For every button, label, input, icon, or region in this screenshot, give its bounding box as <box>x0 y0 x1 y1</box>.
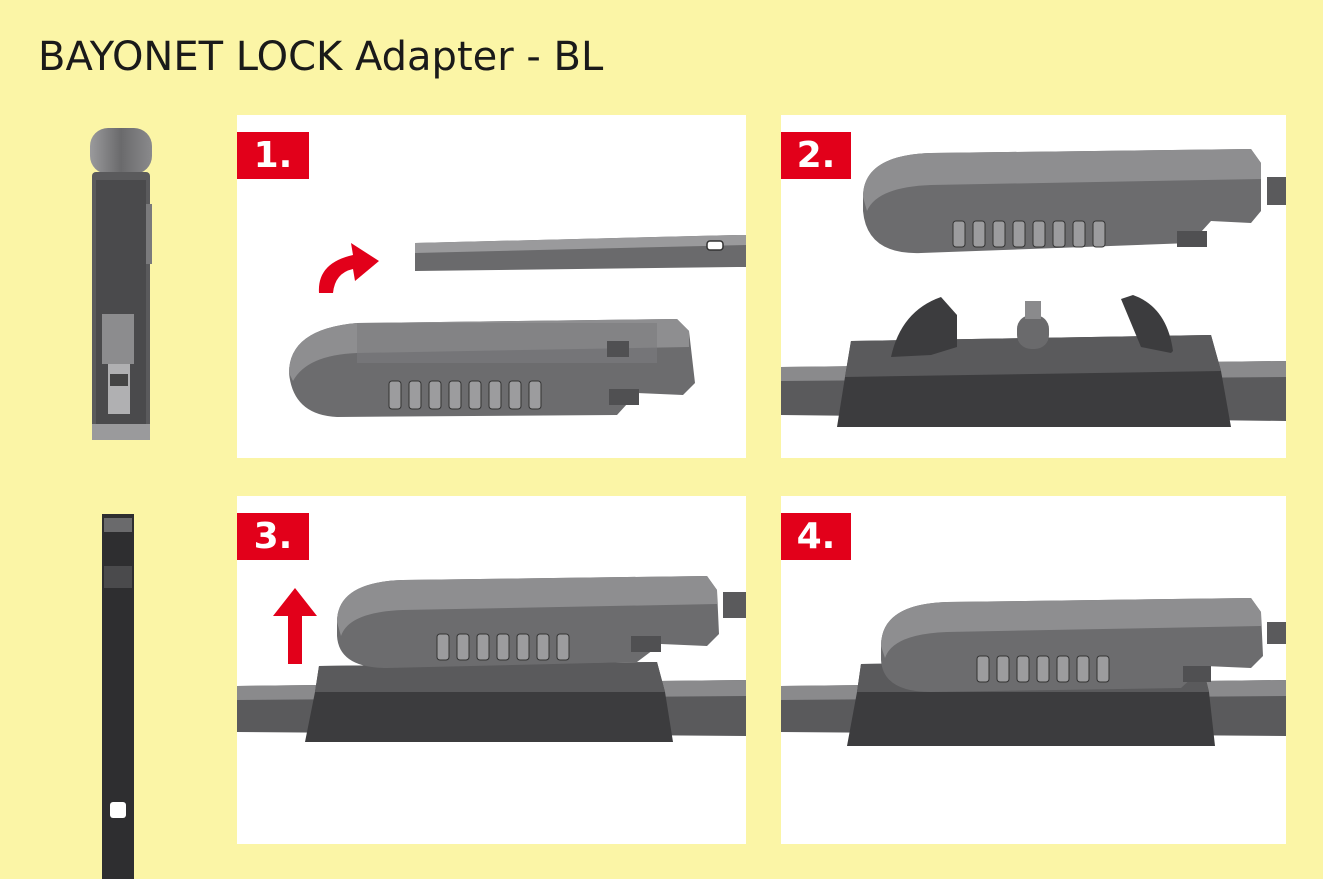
step-2-badge: 2. <box>781 132 851 179</box>
step-3-badge: 3. <box>237 513 309 560</box>
step-2-illustration <box>781 149 1286 427</box>
page-title: BAYONET LOCK Adapter - BL <box>38 34 604 80</box>
step-1-illustration <box>289 235 746 417</box>
step-1-badge: 1. <box>237 132 309 179</box>
step-1-panel: 1. <box>237 115 746 458</box>
up-arrow-icon <box>273 588 317 664</box>
wiper-arm-side-view <box>102 514 134 879</box>
adapter-side-view <box>90 128 152 440</box>
step-4-illustration <box>781 598 1286 746</box>
step-2-panel: 2. <box>781 115 1286 458</box>
curved-arrow-icon <box>318 243 379 293</box>
step-4-badge: 4. <box>781 513 851 560</box>
step-3-illustration <box>237 576 746 742</box>
step-3-panel: 3. <box>237 496 746 844</box>
step-4-panel: 4. <box>781 496 1286 844</box>
